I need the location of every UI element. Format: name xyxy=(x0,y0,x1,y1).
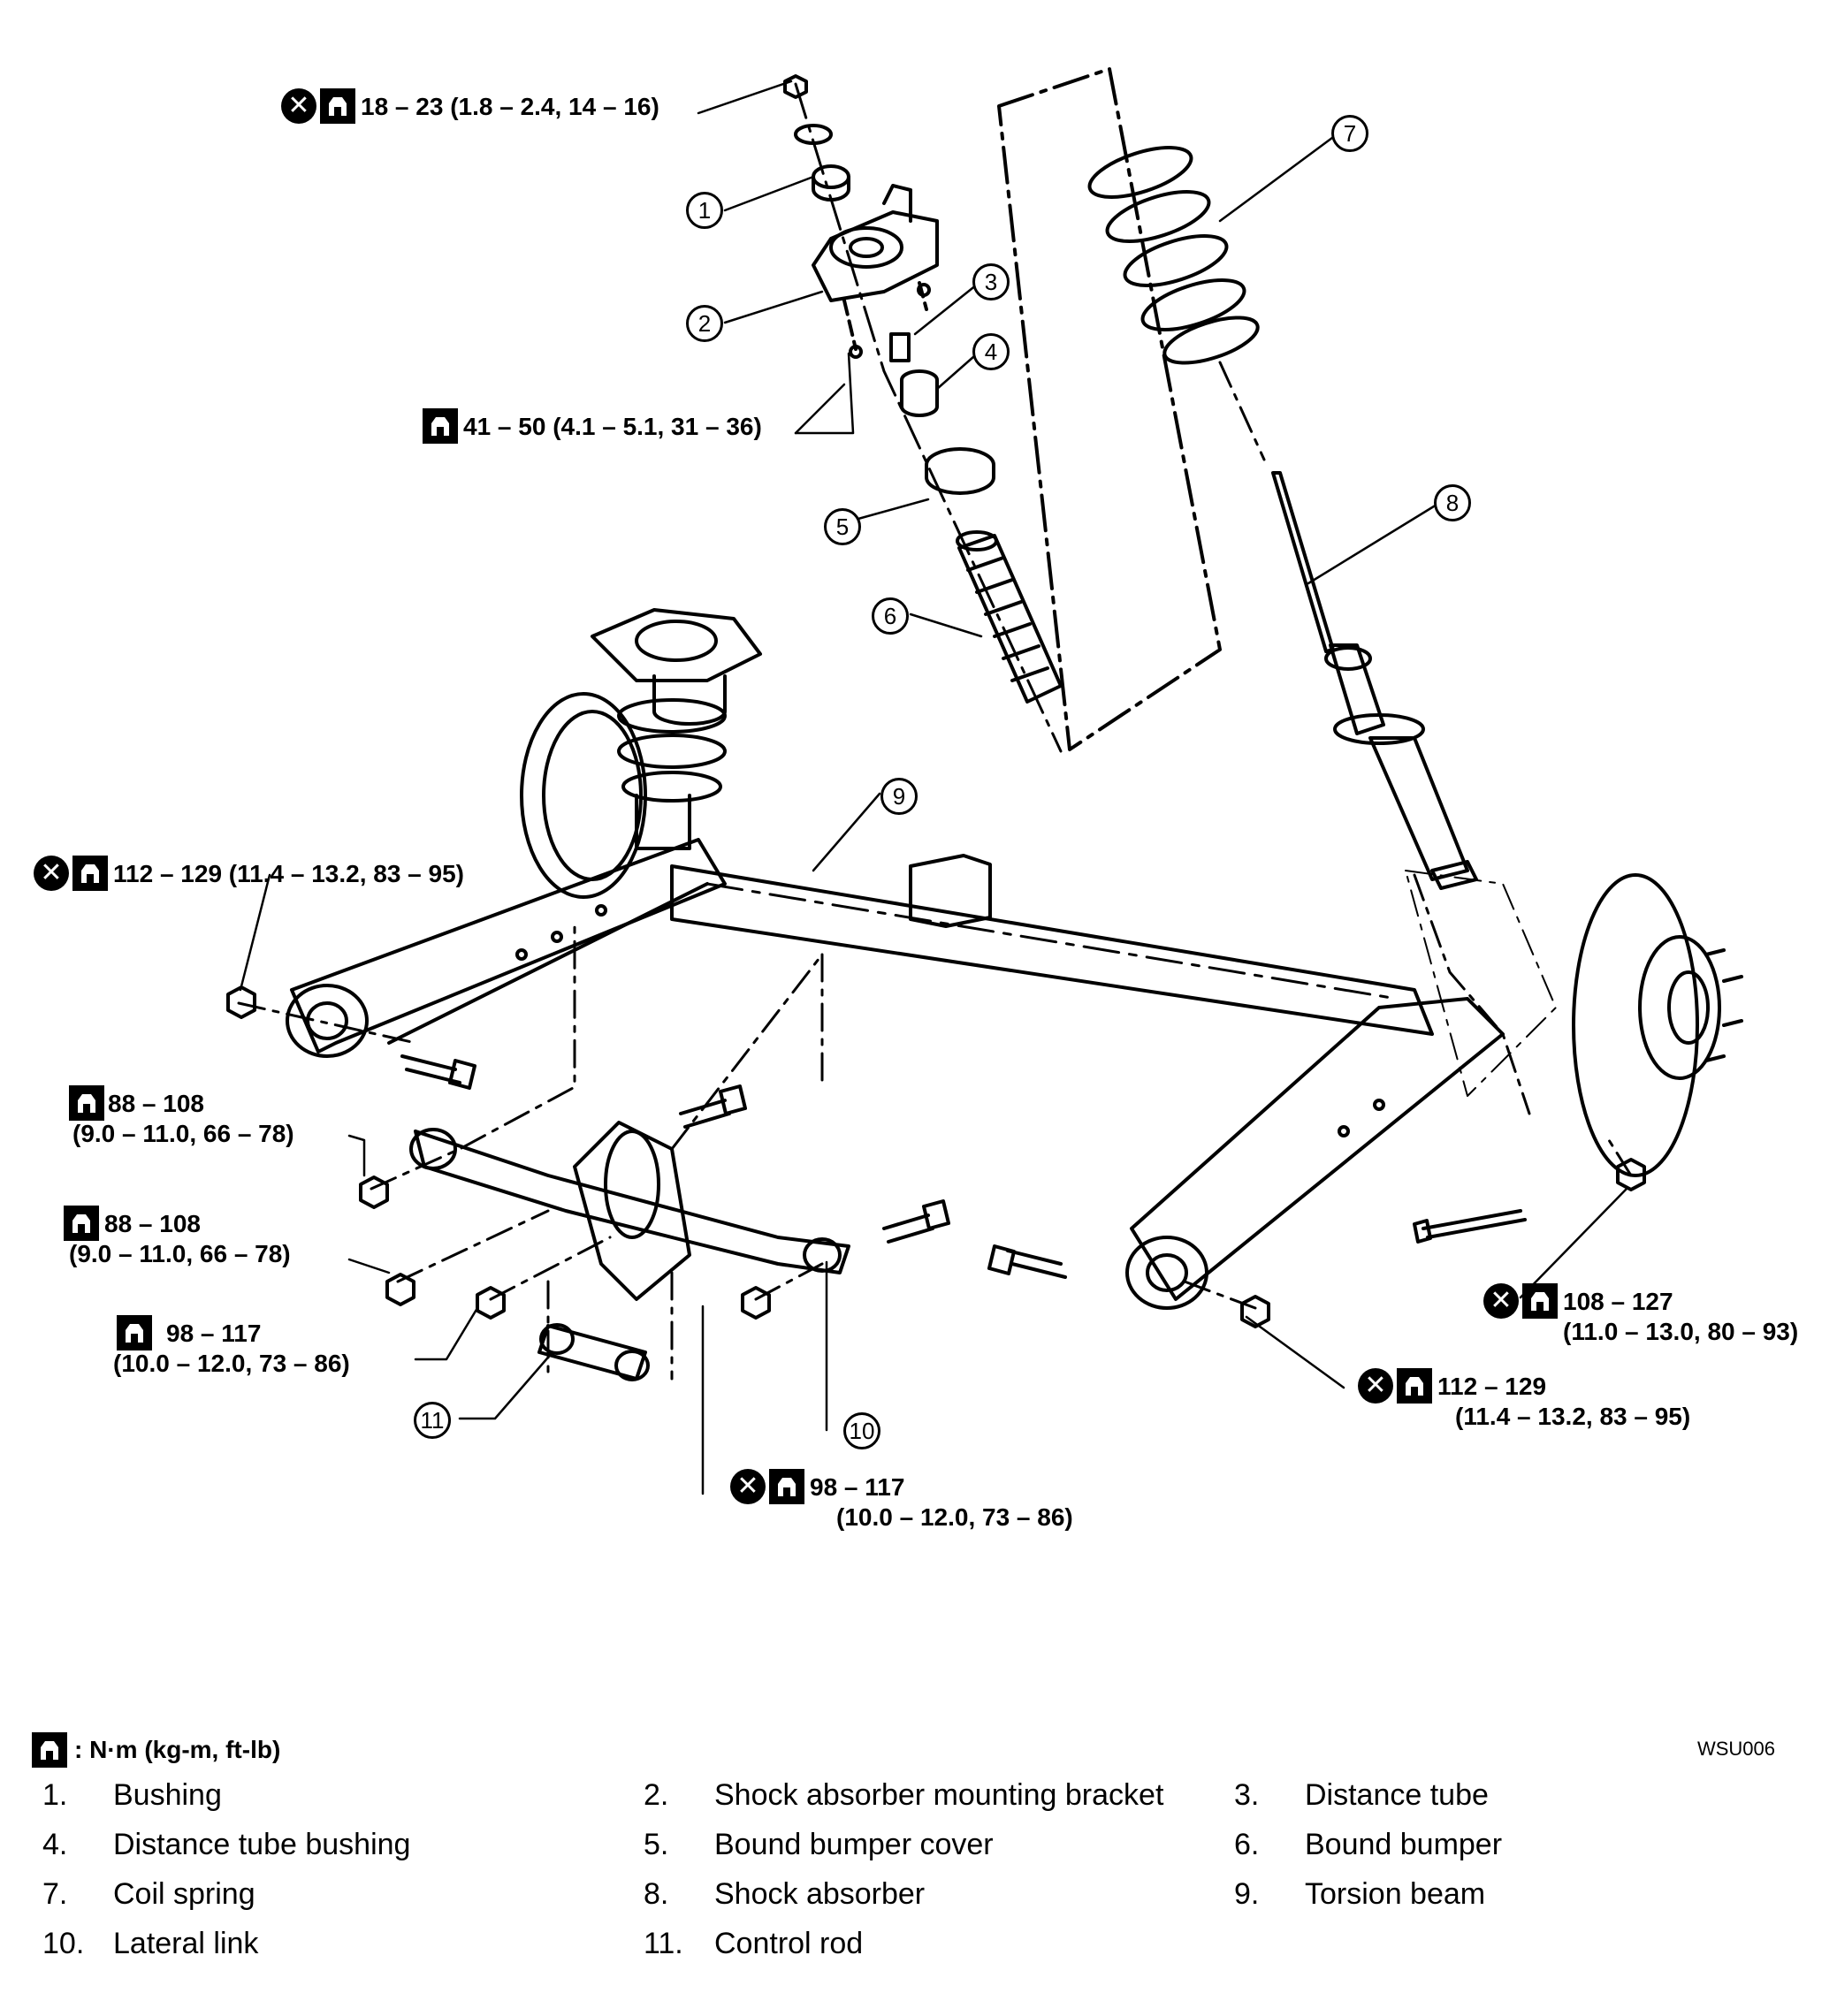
callout-6: 6 xyxy=(872,597,909,635)
torque-wrench-icon xyxy=(1397,1368,1432,1404)
replace-part-icon: ✕ xyxy=(1483,1283,1519,1319)
torque-spec-lateral-link-lower: 88 – 108 (9.0 – 11.0, 66 – 78) xyxy=(64,1206,291,1269)
bushing-part-1 xyxy=(812,164,850,189)
right-hub-disc xyxy=(1572,873,1743,1177)
callout-3: 3 xyxy=(972,263,1010,300)
torque-spec-bracket-nuts: 41 – 50 (4.1 – 5.1, 31 – 36) xyxy=(423,408,762,444)
torque-wrench-icon xyxy=(423,408,458,444)
torque-value-metric: (11.4 – 13.2, 83 – 95) xyxy=(1455,1403,1691,1430)
bound-bumper-part-6 xyxy=(956,530,1063,704)
torque-value: 88 – 108 xyxy=(108,1090,204,1117)
torque-value-metric: (10.0 – 12.0, 73 – 86) xyxy=(836,1503,1073,1531)
torque-value: 98 – 117 xyxy=(810,1473,905,1501)
control-rod-part-11 xyxy=(537,1323,650,1381)
nuts xyxy=(226,985,1646,1328)
washer xyxy=(794,124,833,145)
callout-7: 7 xyxy=(1331,115,1368,152)
replace-part-icon: ✕ xyxy=(1358,1368,1393,1404)
callout-5: 5 xyxy=(824,508,861,545)
callout-8: 8 xyxy=(1434,484,1471,521)
part-item: 8.Shock absorber xyxy=(644,1877,926,1911)
left-trailing-arm xyxy=(286,838,727,1058)
torque-wrench-icon xyxy=(69,1085,104,1121)
torque-wrench-icon xyxy=(72,856,108,891)
part-item: 3.Distance tube xyxy=(1234,1778,1489,1812)
torque-value-metric: (11.0 – 13.0, 80 – 93) xyxy=(1563,1318,1799,1345)
part-item: 6.Bound bumper xyxy=(1234,1828,1503,1861)
torque-value: 112 – 129 (11.4 – 13.2, 83 – 95) xyxy=(113,860,465,887)
torque-value: 98 – 117 xyxy=(166,1320,262,1347)
callout-11: 11 xyxy=(414,1402,451,1439)
leader-lines xyxy=(239,80,1628,1495)
phantom-box xyxy=(997,67,1222,751)
torque-value-metric: (10.0 – 12.0, 73 – 86) xyxy=(113,1350,350,1377)
top-centerline xyxy=(794,82,1063,753)
torque-spec-control-rod: 98 – 117 (10.0 – 12.0, 73 – 86) xyxy=(113,1315,350,1379)
assembled-strut xyxy=(591,608,762,850)
torque-value: 108 – 127 xyxy=(1563,1288,1673,1315)
torque-spec-right-arm-nut: ✕ 112 – 129 (11.4 – 13.2, 83 – 95) xyxy=(1358,1368,1690,1432)
callout-2: 2 xyxy=(686,305,723,342)
mounting-bracket-part-2 xyxy=(812,184,939,302)
torque-wrench-icon xyxy=(320,88,355,124)
part-item: 2.Shock absorber mounting bracket xyxy=(644,1778,1164,1812)
torque-spec-top-nut: ✕ 18 – 23 (1.8 – 2.4, 14 – 16) xyxy=(281,88,659,124)
part-item: 10.Lateral link xyxy=(42,1927,259,1960)
torque-spec-left-arm-nut: ✕ 112 – 129 (11.4 – 13.2, 83 – 95) xyxy=(34,856,464,891)
callout-4: 4 xyxy=(972,333,1010,370)
torsion-beam-part-9 xyxy=(670,854,1434,1036)
torque-unit-legend: : N·m (kg-m, ft-lb) xyxy=(32,1732,280,1768)
callout-1: 1 xyxy=(686,192,723,229)
distance-tube-bushing-part-4 xyxy=(900,369,939,417)
part-item: 5.Bound bumper cover xyxy=(644,1828,994,1861)
torque-value: 112 – 129 xyxy=(1437,1373,1547,1400)
part-item: 4.Distance tube bushing xyxy=(42,1828,411,1861)
torque-wrench-icon xyxy=(769,1469,804,1504)
replace-part-icon: ✕ xyxy=(730,1469,766,1504)
torque-wrench-icon xyxy=(64,1206,99,1241)
torque-wrench-icon xyxy=(1522,1283,1558,1319)
shock-absorber-part-8 xyxy=(1271,471,1478,890)
replace-part-icon: ✕ xyxy=(281,88,316,124)
torque-value: 41 – 50 (4.1 – 5.1, 31 – 36) xyxy=(463,413,762,440)
bolts xyxy=(400,1054,1527,1279)
distance-tube-part-3 xyxy=(889,332,911,362)
torque-wrench-icon xyxy=(117,1315,152,1350)
right-trailing-arm xyxy=(1125,997,1505,1310)
top-nut xyxy=(783,74,808,99)
part-item: 7.Coil spring xyxy=(42,1877,255,1911)
bound-bumper-cover-part-5 xyxy=(925,447,995,495)
part-item: 1.Bushing xyxy=(42,1778,222,1812)
callout-9: 9 xyxy=(880,778,918,815)
torque-spec-lateral-link-upper: 88 – 108 (9.0 – 11.0, 66 – 78) xyxy=(69,1085,294,1149)
torque-value-metric: (9.0 – 11.0, 66 – 78) xyxy=(69,1240,291,1267)
torque-value-metric: (9.0 – 11.0, 66 – 78) xyxy=(72,1120,294,1147)
replace-part-icon: ✕ xyxy=(34,856,69,891)
torque-spec-lateral-link-nut: ✕ 98 – 117(10.0 – 12.0, 73 – 86) xyxy=(730,1469,1073,1533)
figure-code: WSU006 xyxy=(1696,1738,1775,1760)
torque-value: 18 – 23 (1.8 – 2.4, 14 – 16) xyxy=(361,93,659,120)
callout-10: 10 xyxy=(843,1412,880,1449)
torque-wrench-icon xyxy=(32,1732,67,1768)
part-item: 11.Control rod xyxy=(644,1927,864,1960)
part-item: 9.Torsion beam xyxy=(1234,1877,1486,1911)
exploded-suspension-diagram xyxy=(226,67,1743,1495)
assembly-lines xyxy=(237,917,1633,1381)
torque-value: 88 – 108 xyxy=(104,1210,201,1237)
coil-spring-part-7 xyxy=(1087,146,1260,365)
torque-spec-shock-lower: ✕ 108 – 127 (11.0 – 13.0, 80 – 93) xyxy=(1483,1283,1798,1347)
torque-unit-text: : N·m (kg-m, ft-lb) xyxy=(74,1736,281,1763)
lateral-link-part-10 xyxy=(409,1121,850,1301)
